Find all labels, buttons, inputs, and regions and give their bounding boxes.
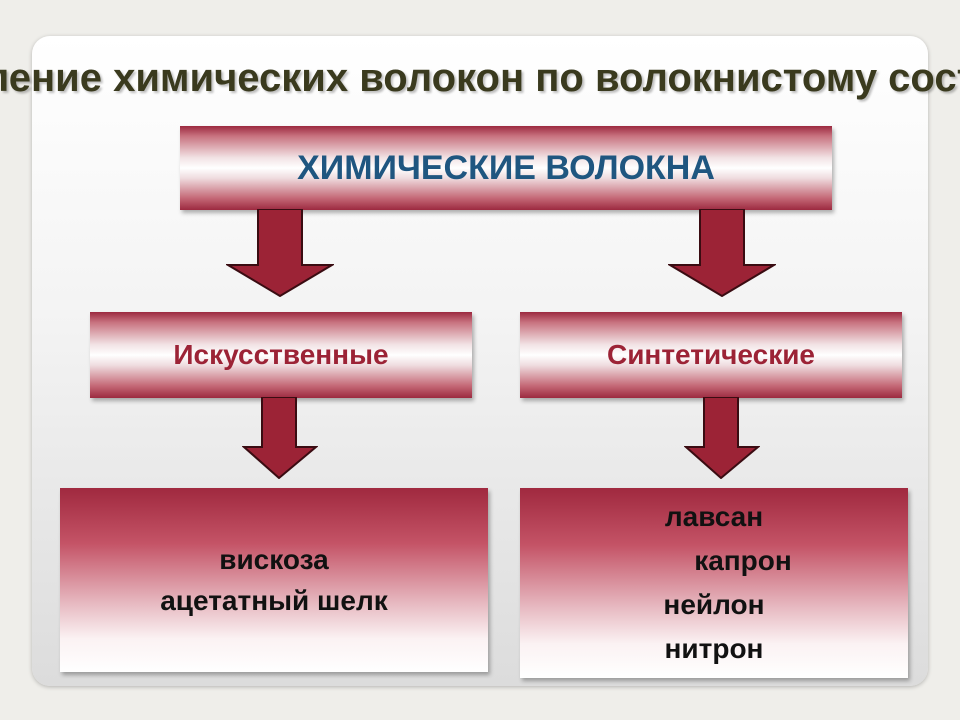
root-node: ХИМИЧЕСКИЕ ВОЛОКНА [180, 126, 832, 210]
page-title-text: ление химических волокон по волокнистому… [0, 56, 960, 100]
example-item: вискоза [219, 544, 329, 575]
page-title: ление химических волокон по волокнистому… [0, 56, 960, 106]
arrow-down-icon [226, 209, 334, 297]
category-artificial: Искусственные [90, 312, 472, 398]
arrow-down-icon [242, 397, 318, 479]
example-item: капрон [694, 545, 792, 576]
category-artificial-label: Искусственные [173, 339, 389, 370]
example-item: лавсан [664, 501, 764, 532]
example-item: нитрон [664, 633, 764, 664]
examples-synthetic: лавсан капрон нейлон нитрон [520, 488, 908, 678]
category-synthetic: Синтетические [520, 312, 902, 398]
category-synthetic-label: Синтетические [606, 339, 816, 370]
examples-artificial: вискоза ацетатный шелк [60, 488, 488, 672]
example-item: нейлон [663, 589, 765, 620]
root-node-label: ХИМИЧЕСКИЕ ВОЛОКНА [297, 148, 715, 187]
arrow-down-icon [668, 209, 776, 297]
example-item: ацетатный шелк [160, 585, 388, 616]
arrow-down-icon [684, 397, 760, 479]
